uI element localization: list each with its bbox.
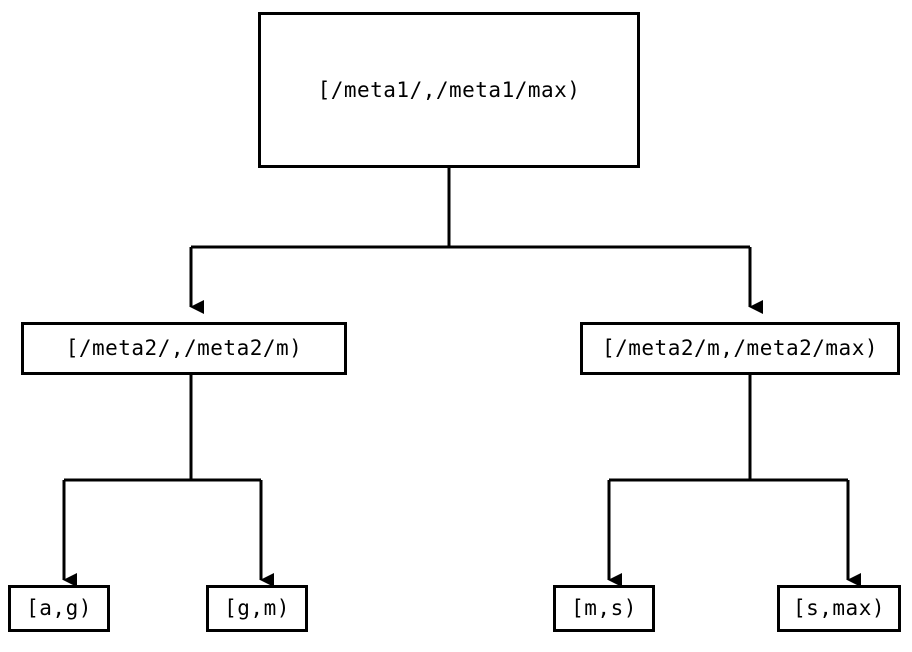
tree-node-leaf-1-label: [a,g) <box>26 596 92 620</box>
tree-node-root-label: [/meta1/,/meta1/max) <box>317 77 581 102</box>
tree-node-leaf-3[interactable]: [m,s) <box>553 585 655 632</box>
tree-node-mid-left-label: [/meta2/,/meta2/m) <box>65 336 303 360</box>
tree-node-mid-right[interactable]: [/meta2/m,/meta2/max) <box>580 322 900 375</box>
tree-node-leaf-2[interactable]: [g,m) <box>206 585 308 632</box>
tree-node-leaf-1[interactable]: [a,g) <box>8 585 110 632</box>
tree-node-root[interactable]: [/meta1/,/meta1/max) <box>258 12 640 168</box>
tree-node-leaf-2-label: [g,m) <box>224 596 290 620</box>
tree-node-leaf-4-label: [s,max) <box>792 596 885 620</box>
tree-node-leaf-3-label: [m,s) <box>571 596 637 620</box>
tree-node-mid-right-label: [/meta2/m,/meta2/max) <box>601 336 878 360</box>
tree-node-leaf-4[interactable]: [s,max) <box>777 585 901 632</box>
tree-node-mid-left[interactable]: [/meta2/,/meta2/m) <box>21 322 347 375</box>
